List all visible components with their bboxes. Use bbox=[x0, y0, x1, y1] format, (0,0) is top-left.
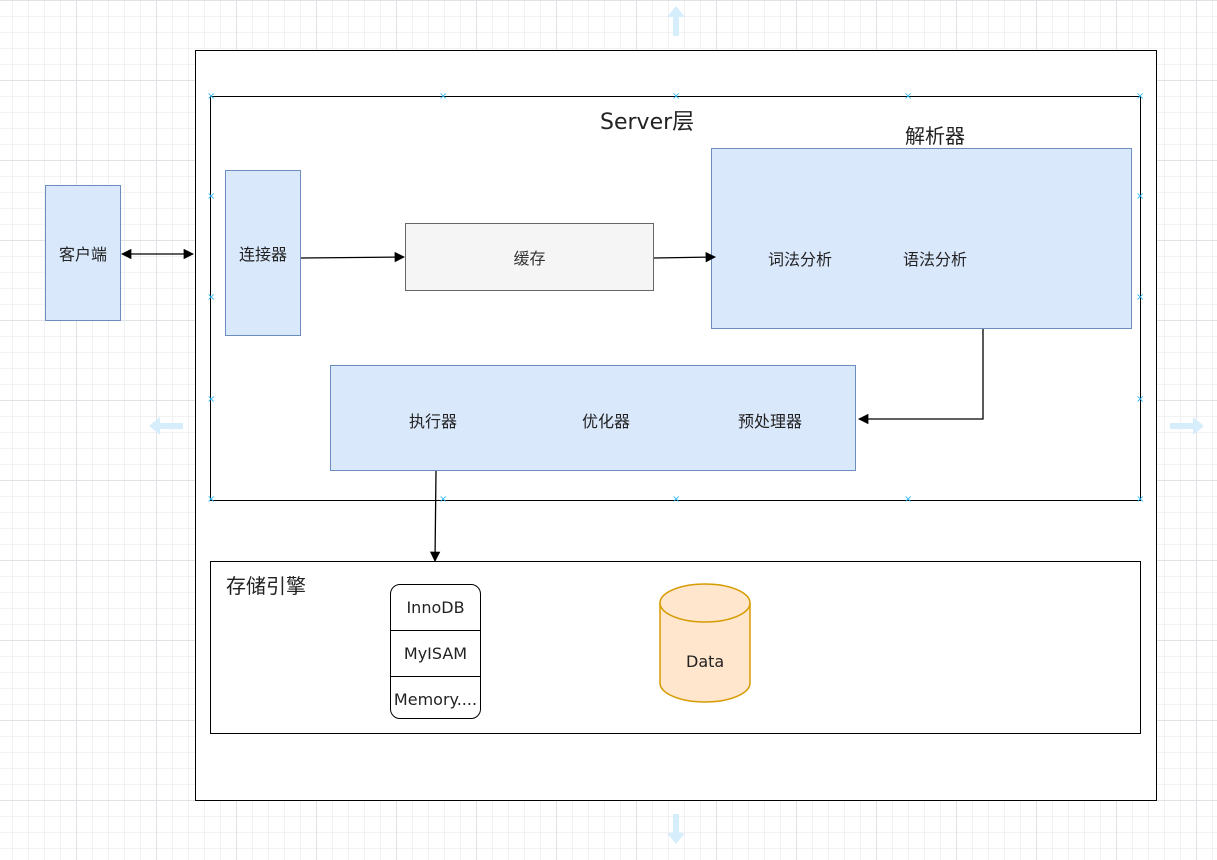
syntax-analysis-label: 语法分析 bbox=[903, 250, 968, 269]
selection-handle[interactable]: × bbox=[1136, 191, 1145, 202]
selection-handle[interactable]: × bbox=[904, 494, 913, 505]
server-layer-title: Server层 bbox=[600, 110, 695, 135]
parser-title: 解析器 bbox=[905, 124, 965, 148]
engine-item-myisam[interactable]: MyISAM bbox=[391, 631, 480, 677]
selection-handle[interactable]: × bbox=[439, 494, 448, 505]
selection-handle[interactable]: × bbox=[1136, 494, 1145, 505]
executor-group-box[interactable]: 执行器 优化器 预处理器 bbox=[330, 365, 856, 471]
engine-list[interactable]: InnoDB MyISAM Memory.... bbox=[390, 584, 481, 719]
cache-label: 缓存 bbox=[513, 249, 546, 268]
selection-handle[interactable]: × bbox=[439, 91, 448, 102]
arrow-up-icon[interactable] bbox=[665, 4, 687, 38]
engine-item-memory[interactable]: Memory.... bbox=[393, 690, 478, 709]
selection-handle[interactable]: × bbox=[904, 91, 913, 102]
selection-handle[interactable]: × bbox=[207, 494, 216, 505]
selection-handle[interactable]: × bbox=[672, 91, 681, 102]
selection-handle[interactable]: × bbox=[207, 191, 216, 202]
connector-box[interactable]: 连接器 bbox=[225, 170, 301, 336]
cache-box[interactable]: 缓存 bbox=[405, 223, 654, 291]
data-cylinder[interactable] bbox=[658, 582, 752, 704]
selection-handle[interactable]: × bbox=[1136, 292, 1145, 303]
arrow-right-icon[interactable] bbox=[1168, 415, 1206, 437]
selection-handle[interactable]: × bbox=[1136, 394, 1145, 405]
lexical-analysis-label: 词法分析 bbox=[768, 250, 833, 269]
connector-label: 连接器 bbox=[238, 245, 287, 264]
preprocessor-label: 预处理器 bbox=[738, 412, 803, 431]
server-layer-container[interactable] bbox=[210, 96, 1141, 501]
selection-handle[interactable]: × bbox=[1136, 91, 1145, 102]
data-label: Data bbox=[686, 652, 725, 671]
engine-item-innodb[interactable]: InnoDB bbox=[391, 585, 480, 631]
parser-box[interactable]: 词法分析 语法分析 bbox=[711, 148, 1132, 329]
selection-handle[interactable]: × bbox=[207, 91, 216, 102]
client-label: 客户端 bbox=[58, 245, 107, 264]
client-box[interactable]: 客户端 bbox=[45, 185, 121, 321]
selection-handle[interactable]: × bbox=[207, 394, 216, 405]
executor-label: 执行器 bbox=[409, 412, 458, 431]
selection-handle[interactable]: × bbox=[207, 292, 216, 303]
arrow-left-icon[interactable] bbox=[147, 415, 185, 437]
arrow-down-icon[interactable] bbox=[665, 812, 687, 846]
storage-engine-title: 存储引擎 bbox=[226, 574, 306, 598]
selection-handle[interactable]: × bbox=[672, 494, 681, 505]
optimizer-label: 优化器 bbox=[582, 412, 631, 431]
